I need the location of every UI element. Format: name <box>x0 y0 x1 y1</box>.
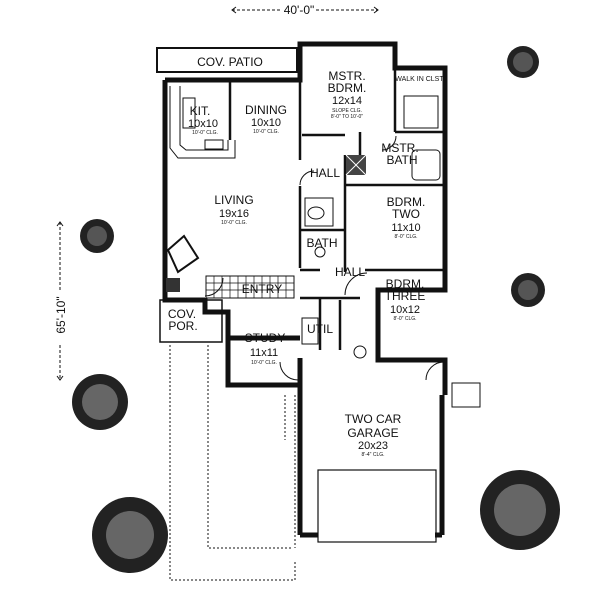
room-bedroom-three: BDRM. THREE 10x12 8'-0" CLG. <box>385 277 426 322</box>
room-walk-in-closet: WALK IN CLST. <box>395 76 445 83</box>
room-name: HALL <box>310 166 340 180</box>
room-name: DINING <box>245 103 287 117</box>
room-size: 11x11 <box>250 347 278 359</box>
room-master-bedroom: MSTR. BDRM. 12x14 SLOPE CLG. 8'-0" TO 10… <box>328 69 367 120</box>
fireplace <box>166 234 200 292</box>
room-ceiling: 8'-0" CLG. <box>393 316 416 322</box>
room-name: UTIL <box>307 322 333 336</box>
interior-walls <box>228 68 445 350</box>
room-name: KIT. <box>190 104 211 118</box>
kitchen-counters <box>169 86 236 159</box>
room-name-line2: POR. <box>168 319 197 333</box>
room-ceiling: 10'-0" CLG. <box>253 129 279 135</box>
room-name-line2: BATH <box>386 153 417 167</box>
room-living: LIVING 19x16 10'-0" CLG. <box>214 193 253 226</box>
depth-dimension: 65'-10" <box>54 221 68 381</box>
room-cov-patio: COV. PATIO <box>197 55 263 69</box>
room-size: 10x12 <box>390 304 420 316</box>
room-name-line2: BDRM. <box>328 81 367 95</box>
shrub-bottom-right <box>480 470 560 550</box>
width-dimension: 40'-0" <box>231 3 379 17</box>
room-size: 19x16 <box>219 208 249 220</box>
room-hall-lower: HALL <box>335 265 365 279</box>
exterior-walls <box>162 41 448 538</box>
garage-door <box>317 469 437 543</box>
shrub-left-upper <box>80 219 114 253</box>
room-name-line1: MSTR. <box>381 141 418 155</box>
room-utility: UTIL <box>307 322 333 336</box>
room-size: 10x10 <box>188 118 218 130</box>
room-size: 11x10 <box>391 222 420 234</box>
shrub-right-middle <box>511 273 545 307</box>
shrub-top-right <box>507 46 539 78</box>
cov-patio-slab <box>156 47 298 73</box>
room-size: 12x14 <box>332 95 362 107</box>
room-hall-upper: HALL <box>310 166 340 180</box>
room-name: COV. PATIO <box>197 55 263 69</box>
room-ceiling: 8'-0" CLG. <box>394 234 417 240</box>
room-ceiling: 10'-0" CLG. <box>192 130 218 136</box>
room-name-line2: GARAGE <box>347 426 398 440</box>
room-bath: BATH <box>306 236 337 250</box>
room-name-line2: TWO <box>392 207 420 221</box>
entry-tile <box>205 275 295 299</box>
room-entry: ENTRY <box>242 282 282 296</box>
room-name-line1: BDRM. <box>386 277 425 291</box>
room-cov-porch: COV. POR. <box>168 307 198 333</box>
room-ceiling-line2: 8'-0" TO 10'-0" <box>331 114 363 120</box>
hall-floor-tile <box>345 154 367 176</box>
shrub-left-lower <box>72 374 128 430</box>
room-master-bath: MSTR. BATH <box>381 141 418 167</box>
room-name-line2: THREE <box>385 289 426 303</box>
room-name: HALL <box>335 265 365 279</box>
width-dimension-label: 40'-0" <box>284 3 315 17</box>
bath-fixtures <box>301 95 441 359</box>
room-size: 20x23 <box>358 440 388 452</box>
room-name: BATH <box>306 236 337 250</box>
door-swings <box>204 135 481 408</box>
room-ceiling: 10'-0" CLG. <box>251 360 277 366</box>
room-study: STUDY 11x11 10'-0" CLG. <box>245 331 286 366</box>
depth-dimension-label: 65'-10" <box>54 296 68 333</box>
room-name: WALK IN CLST. <box>395 76 445 83</box>
room-name-line1: COV. <box>168 307 196 321</box>
shrub-bottom-left <box>92 497 168 573</box>
room-ceiling-line1: SLOPE CLG. <box>332 108 362 114</box>
room-kitchen: KIT. 10x10 10'-0" CLG. <box>188 104 218 136</box>
room-ceiling: 10'-0" CLG. <box>221 220 247 226</box>
room-name-line1: MSTR. <box>328 69 365 83</box>
room-name: ENTRY <box>242 282 282 296</box>
room-name: LIVING <box>214 193 253 207</box>
room-garage: TWO CAR GARAGE 20x23 8'-4" CLG. <box>345 412 402 458</box>
room-name-line1: TWO CAR <box>345 412 402 426</box>
walkway <box>169 345 296 581</box>
room-bedroom-two: BDRM. TWO 11x10 8'-0" CLG. <box>387 195 426 240</box>
room-name-line1: BDRM. <box>387 195 426 209</box>
room-dining: DINING 10x10 10'-0" CLG. <box>245 103 287 135</box>
room-name: STUDY <box>245 331 286 345</box>
room-ceiling: 8'-4" CLG. <box>361 452 384 458</box>
room-size: 10x10 <box>251 117 281 129</box>
